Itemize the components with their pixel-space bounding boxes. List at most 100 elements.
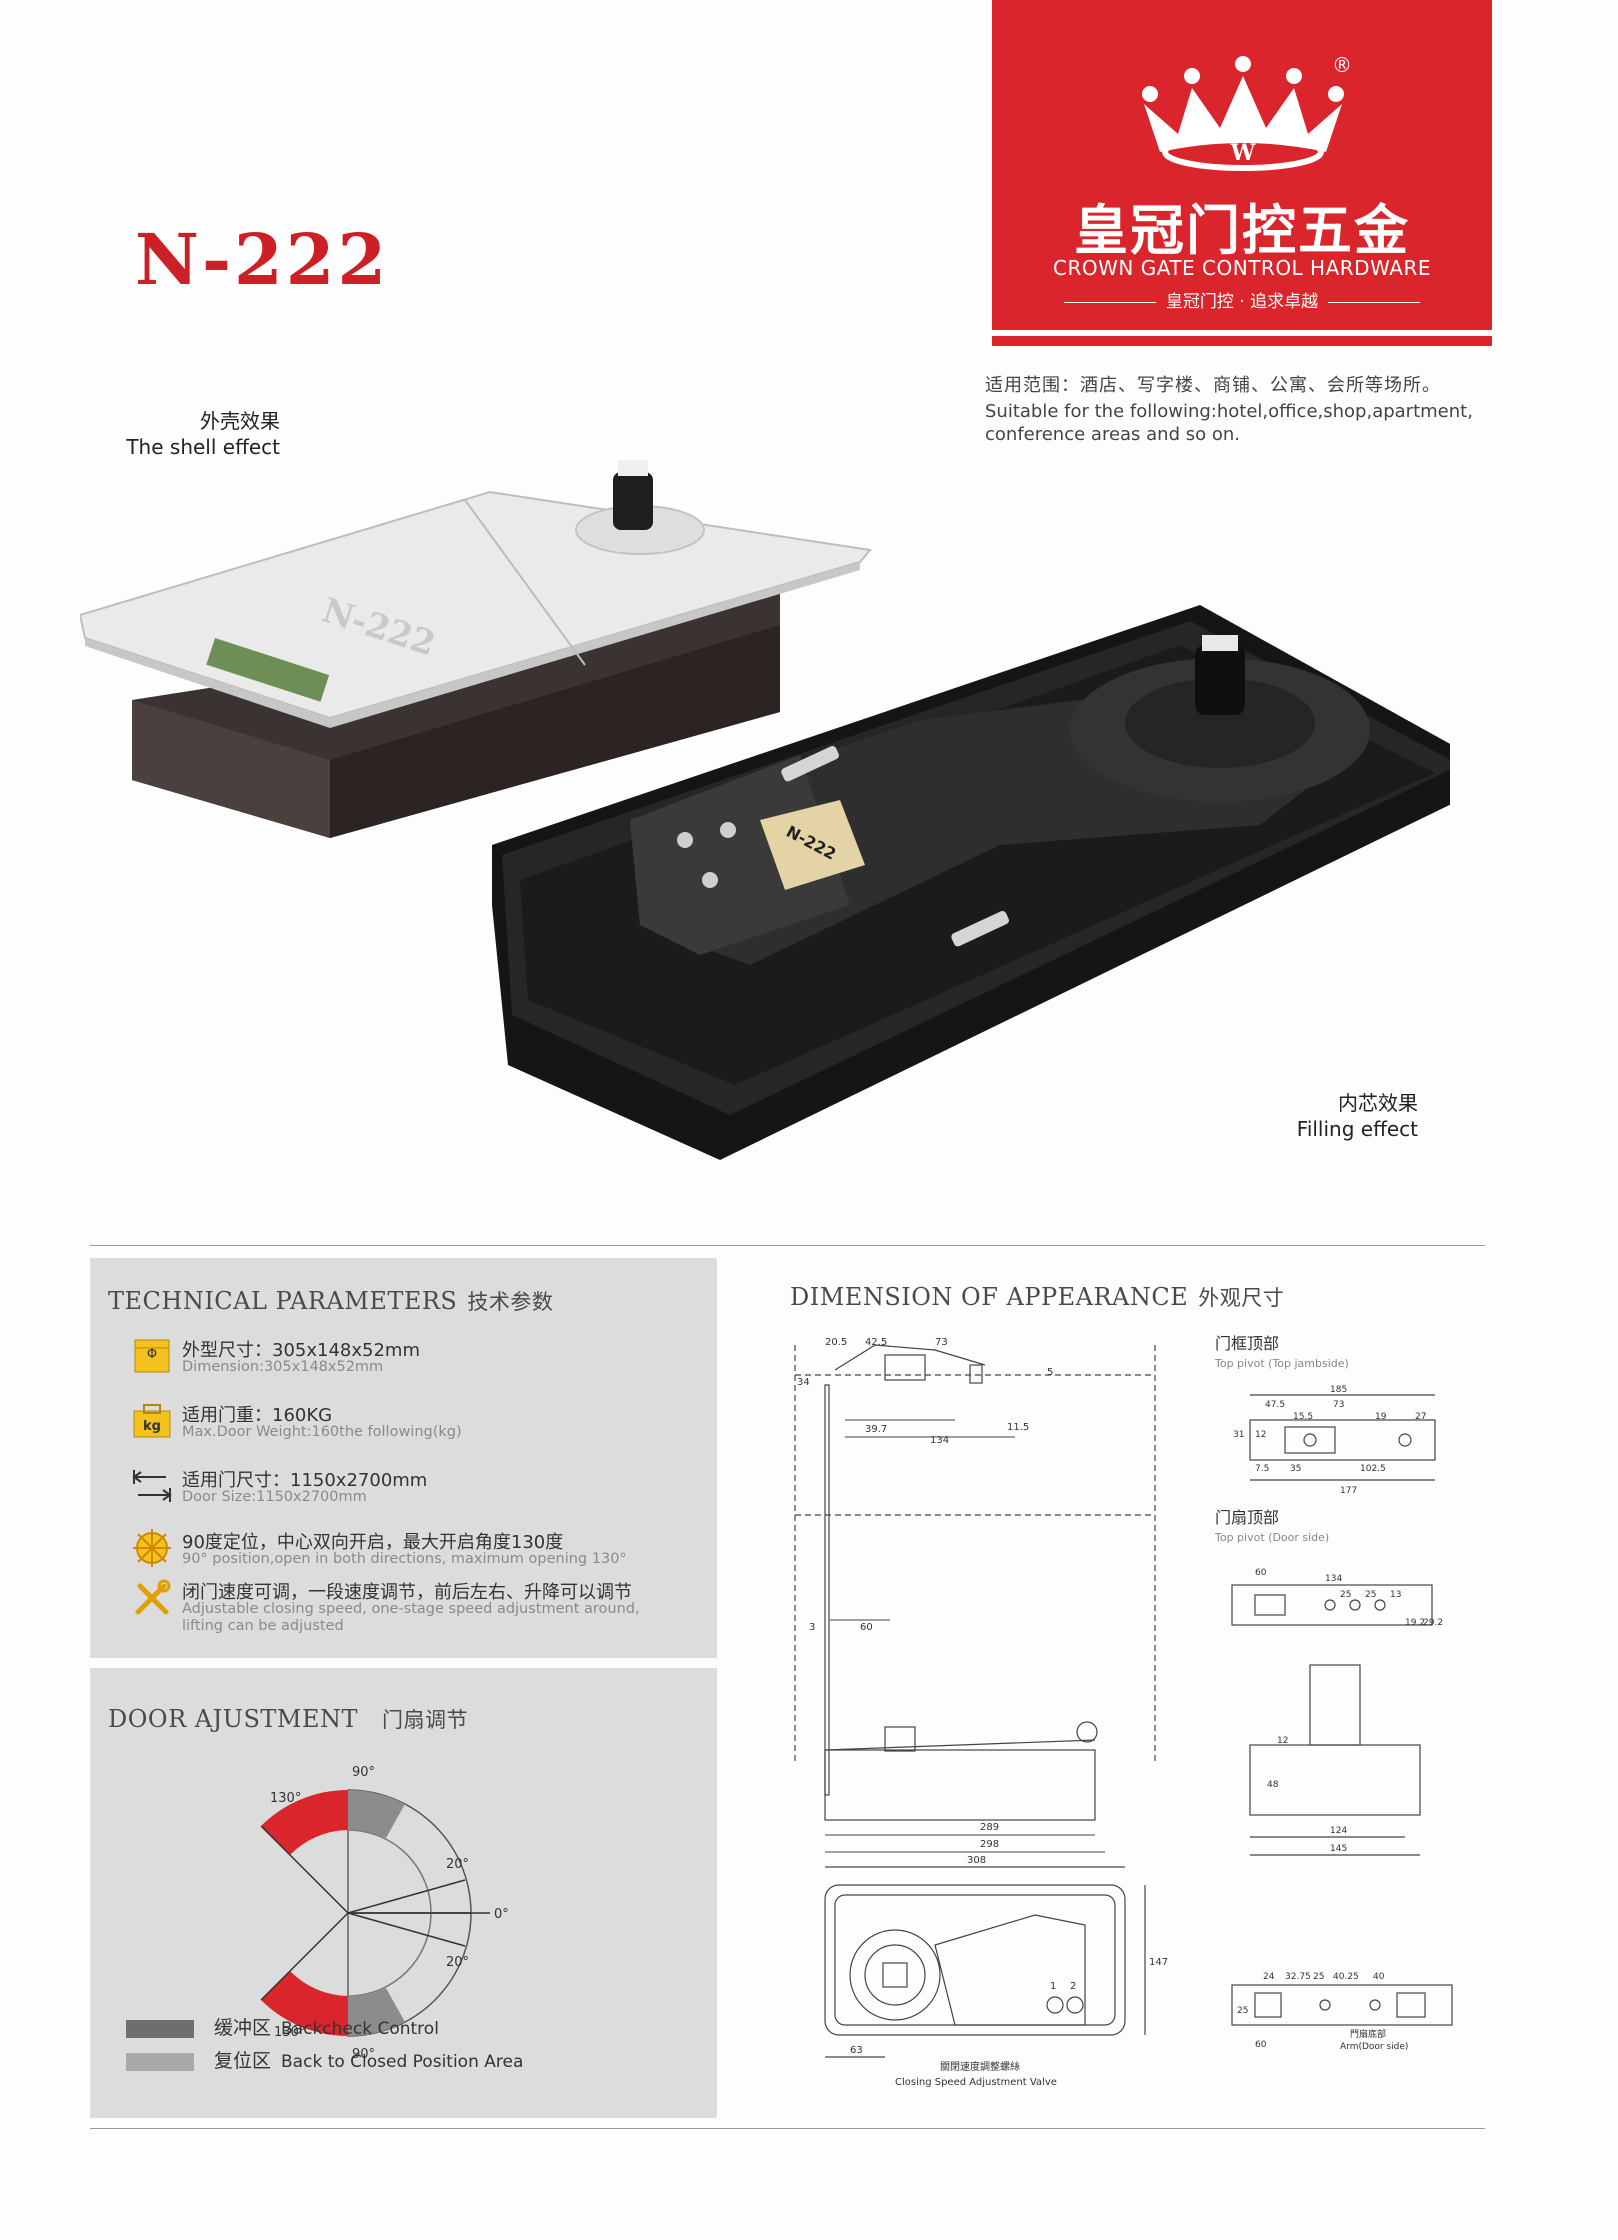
shell-product-image: N-222 [80,460,872,838]
svg-text:42.5: 42.5 [865,1337,887,1348]
svg-text:25: 25 [1365,1590,1376,1600]
svg-text:73: 73 [935,1337,948,1348]
svg-text:177: 177 [1340,1486,1357,1496]
svg-text:29.2: 29.2 [1423,1618,1443,1628]
shell-caption-en: The shell effect [126,435,280,459]
dimension-drawings: 20.5 42.5 73 34 5 39.7 11.5 134 3 60 289… [794,1334,1453,2088]
logo-letters: W [1230,140,1256,166]
angle-20-lower: 20° [446,1955,469,1970]
svg-text:147: 147 [1149,1957,1168,1968]
svg-text:12: 12 [1255,1430,1266,1440]
svg-text:25: 25 [1340,1590,1351,1600]
position-icon [133,1529,171,1567]
suitable-en-1: Suitable for the following:hotel,office,… [985,401,1473,422]
svg-text:124: 124 [1330,1826,1347,1836]
svg-text:13: 13 [1390,1590,1401,1600]
dimension-icon: Φ [134,1339,170,1373]
shell-caption: 外壳效果 The shell effect [100,408,280,460]
svg-text:Arm(Door side): Arm(Door side) [1340,2042,1408,2052]
angle-0: 0° [494,1907,509,1922]
angle-130-bottom: 130° [274,2025,305,2040]
svg-text:關閉速度調整螺絲: 關閉速度調整螺絲 [940,2060,1020,2073]
suitable-en-2: conference areas and so on. [985,424,1240,445]
svg-text:73: 73 [1333,1400,1344,1410]
svg-text:60: 60 [860,1622,873,1633]
svg-text:289: 289 [980,1822,999,1833]
brand-slogan: 皇冠门控 · 追求卓越 [992,287,1492,312]
filling-caption-cn: 内芯效果 [1338,1091,1418,1115]
door-size-icon [132,1470,172,1502]
legend-backcheck-swatch [126,2020,194,2038]
svg-text:Φ: Φ [147,1347,157,1362]
svg-text:7.5: 7.5 [1255,1464,1269,1474]
svg-text:3: 3 [809,1622,815,1633]
suitable-cn: 适用范围：酒店、写字楼、商铺、公寓、会所等场所。 [985,375,1441,396]
legend-reset-swatch [126,2053,194,2071]
svg-text:47.5: 47.5 [1265,1400,1285,1410]
svg-text:门扇顶部: 门扇顶部 [1215,1508,1279,1527]
model-title: N-222 [135,218,390,301]
brand-name-en: CROWN GATE CONTROL HARDWARE [1053,256,1431,280]
suitable-text: 适用范围：酒店、写字楼、商铺、公寓、会所等场所。 Suitable for th… [985,374,1473,446]
brand-banner: W ® 皇冠门控五金 CROWN GATE CONTROL HARDWARE 皇… [992,0,1492,330]
angle-90-top: 90° [352,1765,375,1780]
filling-product-image: N-222 [492,605,1450,1160]
svg-text:19: 19 [1375,1412,1387,1422]
filling-caption: 内芯效果 Filling effect [1220,1090,1418,1142]
svg-text:Top pivot (Door side): Top pivot (Door side) [1214,1531,1329,1544]
svg-text:48: 48 [1267,1780,1279,1790]
svg-text:24: 24 [1263,1972,1275,1982]
svg-text:308: 308 [967,1855,986,1866]
angle-90-bottom: 90° [352,2047,375,2062]
tools-icon [135,1579,171,1615]
svg-text:185: 185 [1330,1385,1347,1395]
svg-text:102.5: 102.5 [1360,1464,1386,1474]
svg-text:11.5: 11.5 [1007,1422,1029,1433]
svg-text:39.7: 39.7 [865,1424,887,1435]
angle-130-top: 130° [270,1791,301,1806]
filling-caption-en: Filling effect [1296,1117,1418,1141]
svg-text:40: 40 [1373,1972,1385,1982]
svg-text:Closing Speed Adjustment Valve: Closing Speed Adjustment Valve [895,2077,1057,2088]
registered-mark: ® [1332,56,1352,77]
svg-text:27: 27 [1415,1412,1426,1422]
brand-underline [992,336,1492,346]
svg-text:134: 134 [1325,1574,1342,1584]
svg-text:145: 145 [1330,1844,1347,1854]
svg-text:5: 5 [1047,1367,1053,1378]
svg-text:kg: kg [143,1419,161,1434]
svg-text:60: 60 [1255,1568,1267,1578]
weight-icon: kg [133,1404,171,1438]
door-angle-diagram: 90° 130° 20° 0° 20° 130° 90° [260,1765,509,2062]
svg-text:门框顶部: 门框顶部 [1215,1334,1279,1353]
svg-text:34: 34 [797,1377,810,1388]
svg-text:60: 60 [1255,2040,1267,2050]
svg-text:40.25: 40.25 [1333,1972,1359,1982]
svg-text:19.2: 19.2 [1405,1618,1425,1628]
crown-logo-icon: W ® [1142,56,1352,171]
svg-text:32.75: 32.75 [1285,1972,1311,1982]
brand-name-cn: 皇冠门控五金 [1074,199,1410,262]
svg-text:15.5: 15.5 [1293,1412,1313,1422]
svg-text:298: 298 [980,1839,999,1850]
svg-text:1: 1 [1050,1981,1056,1992]
svg-text:12: 12 [1277,1736,1288,1746]
angle-20-upper: 20° [446,1857,469,1872]
svg-text:門扇底部: 門扇底部 [1350,2028,1386,2040]
svg-text:63: 63 [850,2045,863,2056]
svg-text:31: 31 [1233,1430,1244,1440]
divider-top [90,1245,1485,1246]
svg-text:35: 35 [1290,1464,1301,1474]
svg-text:2: 2 [1070,1981,1076,1992]
svg-text:134: 134 [930,1435,949,1446]
svg-text:25: 25 [1313,1972,1324,1982]
shell-caption-cn: 外壳效果 [200,409,280,433]
svg-text:Top pivot (Top jambside): Top pivot (Top jambside) [1214,1357,1349,1370]
